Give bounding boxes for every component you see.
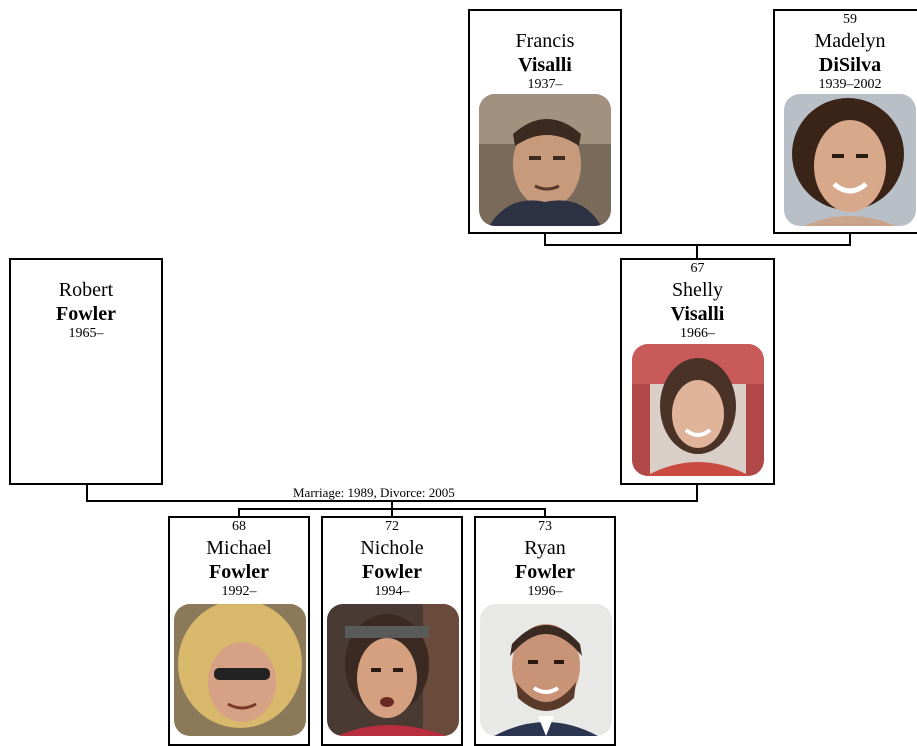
first-name: Robert	[58, 279, 114, 301]
person-photo	[784, 94, 916, 226]
person-card-shelly[interactable]: 67 Shelly Visalli 1966–	[620, 258, 775, 485]
life-years: 1965–	[68, 326, 104, 341]
person-photo	[632, 344, 764, 476]
last-name: DiSilva	[818, 54, 882, 76]
parents-connector-right	[849, 232, 851, 246]
person-card-ryan[interactable]: 73 Ryan Fowler 1996–	[474, 516, 616, 746]
person-number: 59	[843, 12, 857, 27]
last-name: Fowler	[209, 561, 269, 583]
children-drop-line	[391, 500, 393, 510]
marriage-label: Marriage: 1989, Divorce: 2005	[291, 485, 457, 500]
life-years: 1992–	[221, 584, 257, 599]
person-photo	[174, 604, 306, 736]
person-card-francis[interactable]: Francis Visalli 1937–	[468, 9, 622, 234]
child-connector-nichole	[391, 508, 393, 518]
person-number: 73	[538, 519, 552, 534]
life-years: 1996–	[527, 584, 563, 599]
life-years: 1937–	[527, 77, 563, 92]
person-photo	[327, 604, 459, 736]
first-name: Shelly	[671, 279, 724, 301]
first-name: Francis	[515, 30, 575, 52]
couple-connector-right	[696, 484, 698, 502]
last-name: Visalli	[670, 303, 725, 325]
last-name: Fowler	[362, 561, 422, 583]
first-name: Nichole	[360, 537, 424, 559]
person-photo	[479, 94, 611, 226]
last-name: Fowler	[56, 303, 116, 325]
last-name: Fowler	[515, 561, 575, 583]
life-years: 1939–2002	[818, 77, 882, 92]
child-connector-ryan	[544, 508, 546, 518]
person-card-robert[interactable]: Robert Fowler 1965–	[9, 258, 163, 485]
person-card-nichole[interactable]: 72 Nichole Fowler 1994–	[321, 516, 463, 746]
person-number: 72	[385, 519, 399, 534]
first-name: Madelyn	[814, 30, 886, 52]
parents-to-child-line	[696, 244, 698, 260]
person-card-madelyn[interactable]: 59 Madelyn DiSilva 1939–2002	[773, 9, 917, 234]
couple-connector-left	[86, 484, 88, 502]
person-number: 68	[232, 519, 246, 534]
life-years: 1994–	[374, 584, 410, 599]
life-years: 1966–	[680, 326, 715, 341]
child-connector-michael	[238, 508, 240, 518]
person-card-michael[interactable]: 68 Michael Fowler 1992–	[168, 516, 310, 746]
person-photo	[480, 604, 612, 736]
person-number: 67	[690, 261, 705, 276]
first-name: Ryan	[524, 537, 566, 559]
parents-connector-left	[544, 232, 546, 246]
last-name: Visalli	[518, 54, 572, 76]
first-name: Michael	[206, 537, 272, 559]
